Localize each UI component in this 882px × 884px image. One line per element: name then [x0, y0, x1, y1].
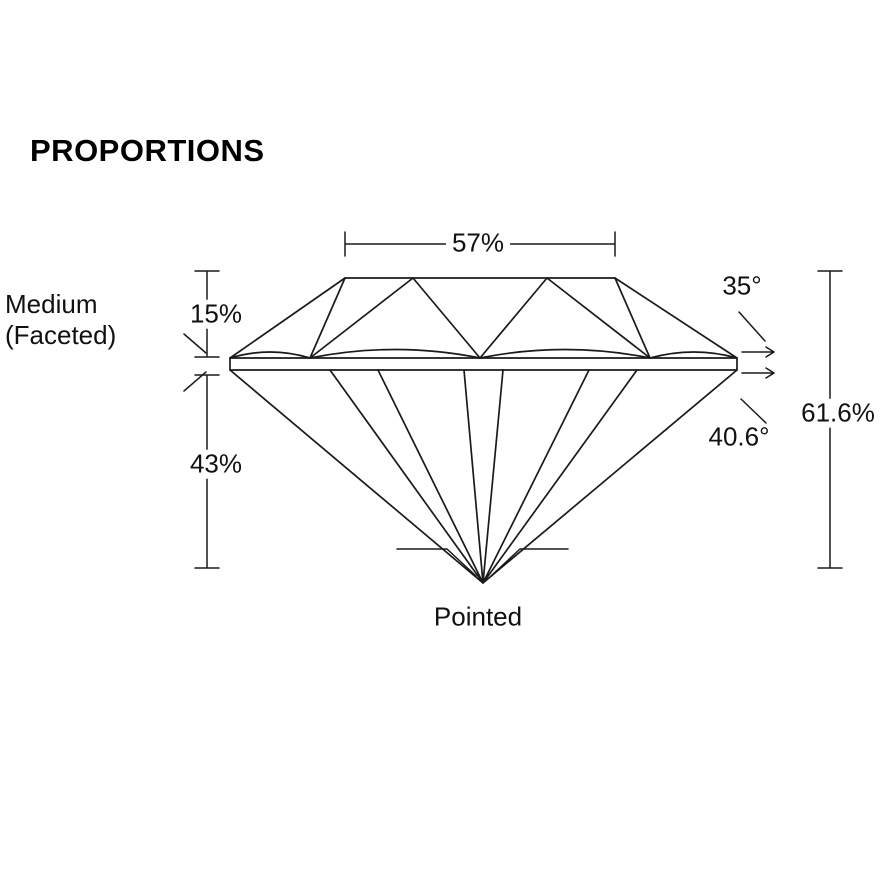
girdle-band	[229, 357, 738, 371]
pavilion-depth-percent-label: 43%	[183, 450, 249, 479]
culet-marker	[396, 548, 569, 577]
girdle-bracket	[183, 333, 207, 392]
crown-edge-lines	[229, 277, 738, 359]
girdle-lower-arrow	[741, 367, 775, 379]
crown-angle-leader-line	[738, 311, 766, 342]
pavilion-edge-lines	[229, 369, 738, 584]
pavilion-facet-lines	[329, 369, 638, 584]
girdle-bracket-lines	[183, 333, 207, 392]
upper-girdle-facet-arcs	[229, 348, 738, 359]
table-percent-label: 57%	[445, 229, 511, 258]
measurement-marks	[183, 231, 843, 577]
girdle-thickness-label-line2: (Faceted)	[5, 319, 117, 350]
girdle-thickness-label: Medium (Faceted)	[5, 289, 116, 350]
page-title: PROPORTIONS	[30, 133, 265, 168]
pavilion-angle-label: 40.6°	[708, 421, 770, 452]
culet-marker-lines	[396, 548, 569, 577]
pavilion-angle-leader-line	[740, 398, 767, 424]
crown-facet-lines	[229, 277, 738, 359]
pavilion-angle-leader	[740, 367, 775, 424]
total-depth-percent-label: 61.6%	[795, 399, 881, 428]
pavilion-main-lines	[329, 369, 638, 584]
diamond-outline	[229, 277, 738, 584]
crown-angle-label: 35°	[722, 270, 762, 301]
girdle-thickness-label-line1: Medium	[5, 289, 98, 319]
crown-angle-leader	[738, 311, 775, 358]
diamond-shape	[229, 277, 738, 584]
culet-label: Pointed	[433, 601, 523, 632]
crown-bezel-star-lines	[309, 277, 651, 359]
girdle-upper-arrow	[741, 346, 775, 358]
crown-height-percent-label: 15%	[183, 300, 249, 329]
